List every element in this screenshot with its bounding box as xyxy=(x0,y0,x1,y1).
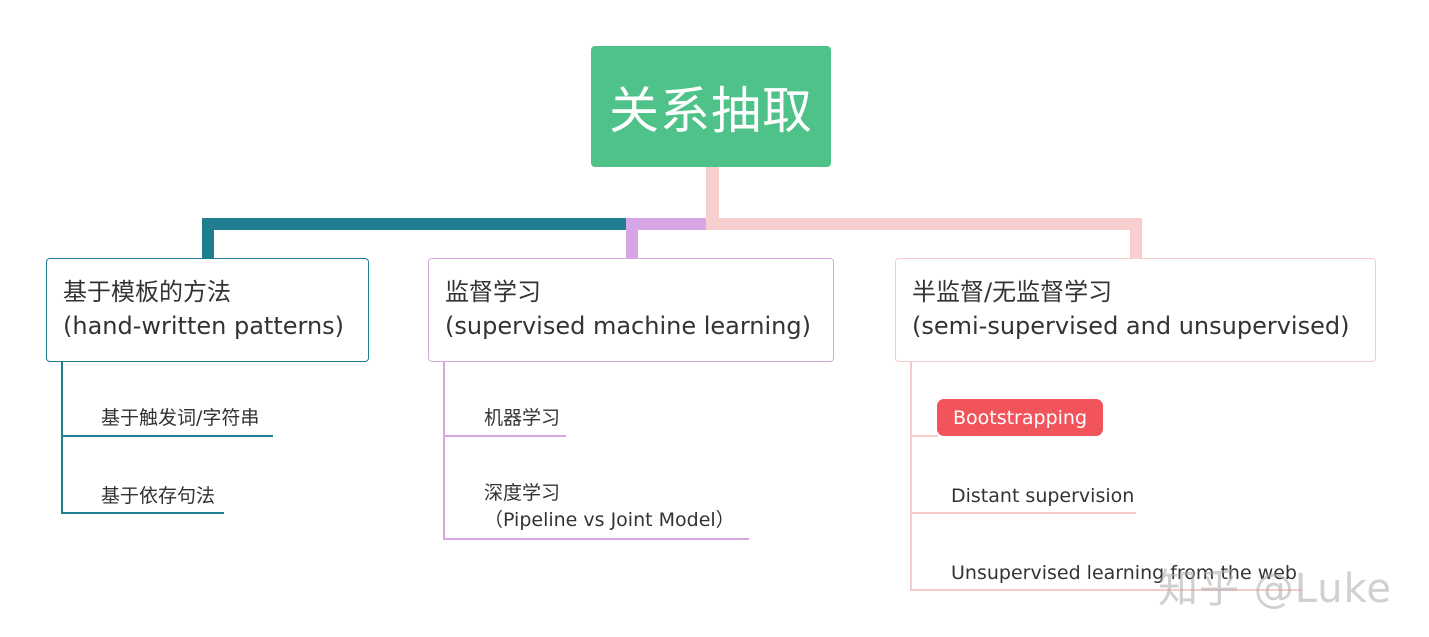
leaf-machine-learning[interactable]: 机器学习 xyxy=(484,407,561,429)
connector-pink-drop xyxy=(1130,218,1142,259)
branch-node-semi-supervised[interactable]: 半监督/无监督学习 (semi-supervised and unsupervi… xyxy=(895,258,1376,362)
root-title: 关系抽取 xyxy=(609,81,813,140)
branch-subtitle: (hand-written patterns) xyxy=(63,312,345,340)
tree-spine-templates xyxy=(61,362,63,514)
branch-subtitle: (semi-supervised and unsupervised) xyxy=(912,312,1350,340)
leaf-underline xyxy=(443,435,566,437)
leaf-unsupervised-web[interactable]: Unsupervised learning from the web xyxy=(951,562,1297,584)
leaf-underline xyxy=(61,512,224,514)
leaf-underline xyxy=(443,538,749,540)
connector-pink xyxy=(706,218,1142,230)
leaf-underline xyxy=(61,435,273,437)
connector-teal xyxy=(202,218,628,230)
leaf-trigger-words[interactable]: 基于触发词/字符串 xyxy=(101,407,260,429)
watermark: 知乎 @Luke xyxy=(1158,566,1392,612)
branch-node-supervised[interactable]: 监督学习 (supervised machine learning) xyxy=(428,258,834,362)
leaf-underline xyxy=(910,512,1136,514)
leaf-label: Bootstrapping xyxy=(952,406,1088,429)
leaf-distant-supervision[interactable]: Distant supervision xyxy=(951,485,1135,507)
branch-node-templates[interactable]: 基于模板的方法 (hand-written patterns) xyxy=(46,258,369,362)
connector-purple xyxy=(626,218,708,230)
tree-spine-semi xyxy=(910,362,912,590)
leaf-underline xyxy=(910,435,938,437)
leaf-bootstrapping[interactable]: Bootstrapping xyxy=(937,399,1103,436)
branch-title: 基于模板的方法 xyxy=(63,278,231,306)
branch-title: 半监督/无监督学习 xyxy=(912,278,1113,306)
branch-title: 监督学习 xyxy=(445,278,541,306)
tree-spine-supervised xyxy=(443,362,445,539)
leaf-dependency-syntax[interactable]: 基于依存句法 xyxy=(101,485,216,507)
root-stem xyxy=(706,167,719,230)
connector-teal-drop xyxy=(202,218,214,259)
leaf-underline xyxy=(910,589,1302,591)
connector-purple-drop xyxy=(626,218,638,259)
leaf-deep-learning[interactable]: 深度学习 xyxy=(484,482,561,504)
root-node[interactable]: 关系抽取 xyxy=(591,46,831,167)
branch-subtitle: (supervised machine learning) xyxy=(445,312,811,340)
leaf-deep-learning-detail: （Pipeline vs Joint Model） xyxy=(484,509,735,531)
